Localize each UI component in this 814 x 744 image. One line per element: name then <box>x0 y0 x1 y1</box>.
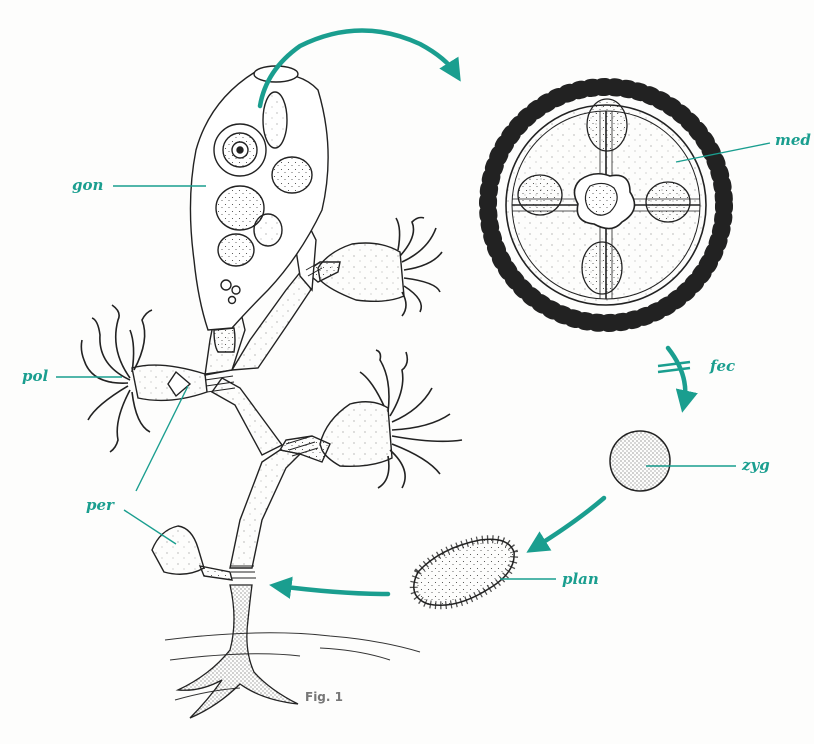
arrow-gon-to-med <box>257 28 461 109</box>
substrate <box>164 632 421 701</box>
feeding-polyp-left <box>80 304 208 453</box>
arrow-plan-to-polyp <box>269 576 391 599</box>
figure-caption: Fig. 1 <box>305 690 343 704</box>
label-per: per <box>86 496 114 514</box>
label-fec: fec <box>710 357 736 375</box>
cycle-arrows <box>257 28 698 599</box>
label-plan: plan <box>562 570 599 588</box>
fec-cross-bar <box>657 360 691 374</box>
stalk-annulations <box>203 261 323 579</box>
label-med: med <box>775 131 811 149</box>
medusa <box>479 78 733 332</box>
label-zyg: zyg <box>742 456 770 474</box>
label-gon: gon <box>72 176 104 194</box>
label-pol: pol <box>22 367 49 385</box>
hydrorhiza <box>175 584 299 719</box>
feeding-polyp-upper <box>317 216 443 317</box>
planula <box>409 535 519 610</box>
feeding-polyp-middle <box>319 349 463 489</box>
leader-lines <box>56 142 771 580</box>
gonotheca <box>189 65 329 353</box>
perisarc-cup <box>151 525 233 581</box>
zygote <box>609 430 671 492</box>
arrow-zyg-to-plan <box>526 495 607 553</box>
arrow-med-to-zyg <box>665 345 698 413</box>
